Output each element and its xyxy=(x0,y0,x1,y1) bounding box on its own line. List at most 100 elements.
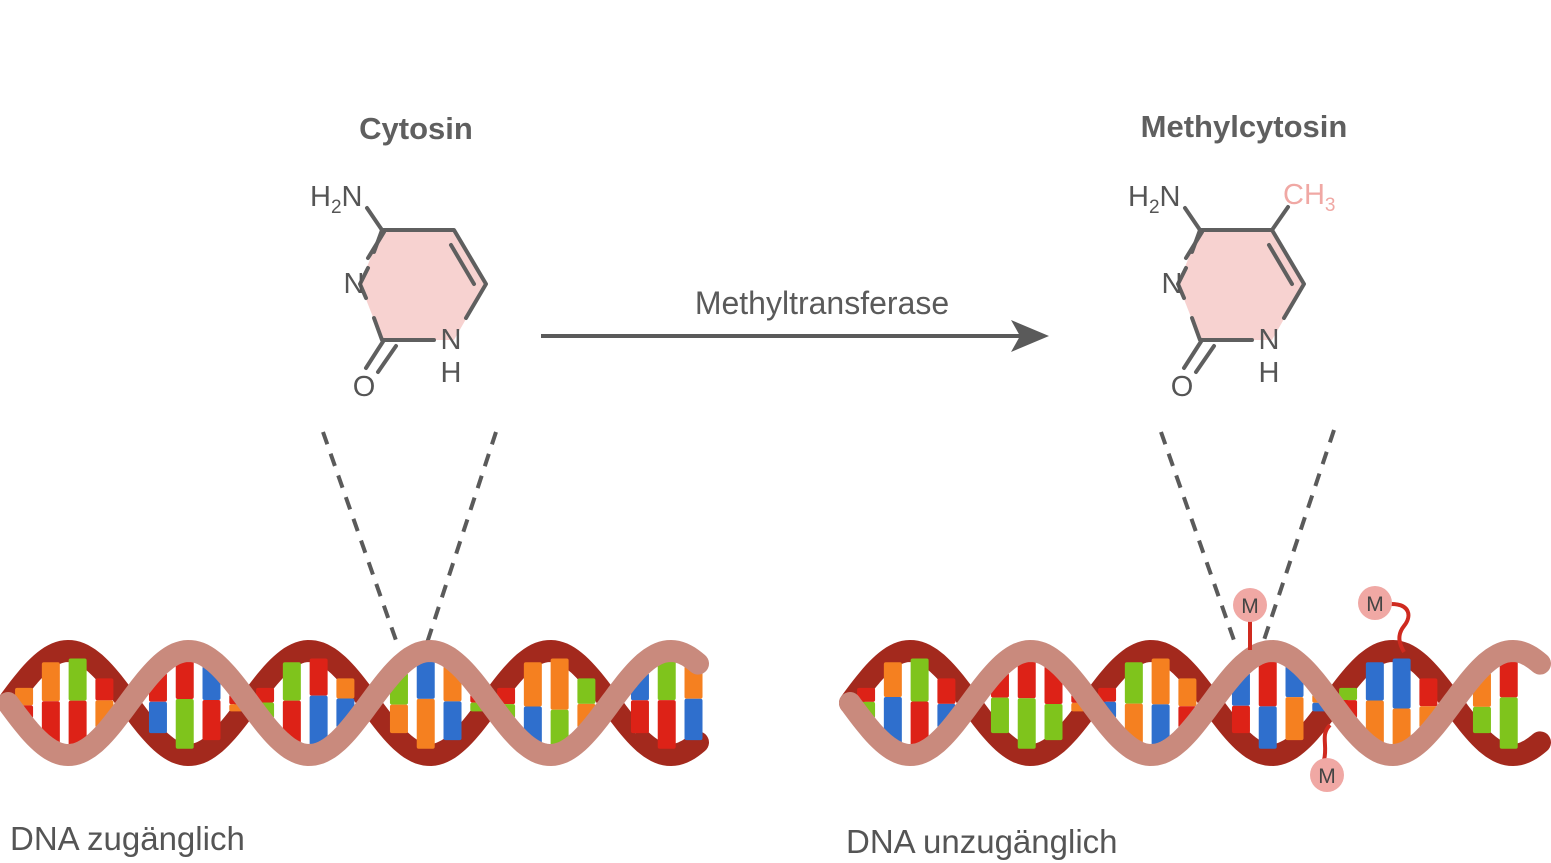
dna-base xyxy=(1124,662,1143,704)
dna-helix-right xyxy=(839,639,1551,767)
dna-base xyxy=(937,678,956,704)
dna-backbone-front xyxy=(0,639,709,767)
dna-backbone-front xyxy=(839,639,1551,767)
caption-dna-inaccessible: DNA unzugänglich xyxy=(846,823,1118,860)
methyl-marker-1: M xyxy=(1233,588,1267,650)
arrow-label: Methyltransferase xyxy=(695,285,949,321)
dna-base xyxy=(443,701,462,741)
dna-base xyxy=(1017,698,1036,749)
dna-base xyxy=(68,658,87,701)
methyl-group-marker-icon xyxy=(1310,758,1344,792)
zoom-line-right-1 xyxy=(1159,431,1238,647)
methylcytosine-carbonyl-bond xyxy=(1182,338,1216,374)
dna-base xyxy=(1231,705,1250,734)
dna-base xyxy=(1258,706,1277,749)
dna-base xyxy=(282,662,301,701)
dna-base xyxy=(41,662,60,702)
dna-base xyxy=(309,658,328,696)
dna-base xyxy=(175,698,194,749)
methyl-markers: M M M xyxy=(1233,586,1411,792)
methylcytosine-amine-label: H2N xyxy=(1128,181,1180,218)
cytosine-amine-label: H2N xyxy=(310,181,362,218)
dna-base xyxy=(68,700,87,748)
dna-base xyxy=(1258,657,1277,707)
dna-base xyxy=(1151,704,1170,748)
reaction-arrow: Methyltransferase xyxy=(541,285,1049,352)
methyl-marker-label: M xyxy=(1241,595,1259,618)
dna-base xyxy=(684,698,703,741)
zoom-line-left-2 xyxy=(424,431,498,647)
cytosine-ring-n-label: N xyxy=(344,268,365,300)
dna-base xyxy=(1392,658,1411,709)
dna-base xyxy=(657,700,676,749)
methyl-marker-3: M xyxy=(1310,723,1344,792)
methylcytosine-nh-n-label: N xyxy=(1259,324,1280,356)
zoom-line-left-1 xyxy=(321,431,400,647)
dna-base xyxy=(1339,687,1358,701)
dna-base xyxy=(95,678,114,701)
dna-base xyxy=(1178,678,1197,707)
methylcytosine-nh-h-label: H xyxy=(1259,357,1280,389)
dna-base xyxy=(1017,657,1036,699)
methylcytosine-ring-bonds xyxy=(1176,228,1306,342)
dna-base xyxy=(416,657,435,699)
cytosine-nh-h-label: H xyxy=(441,357,462,389)
cytosine-ring xyxy=(360,230,486,340)
dna-base xyxy=(1285,697,1304,741)
dna-base xyxy=(1151,658,1170,705)
dna-helix-left xyxy=(0,639,709,767)
methyl-group-marker-icon xyxy=(1358,586,1392,620)
dna-base xyxy=(1365,662,1384,701)
cytosine-title: Cytosin xyxy=(359,111,473,146)
dna-base xyxy=(910,658,929,702)
methylcytosine-ring xyxy=(1178,230,1304,340)
dna-base xyxy=(1392,708,1411,748)
dna-base xyxy=(202,700,221,741)
methylcytosine-double-bonds xyxy=(1184,230,1294,286)
cytosine-amine-bond xyxy=(365,206,384,232)
methyl-marker-label: M xyxy=(1366,593,1384,616)
dna-base xyxy=(1472,706,1491,734)
cytosine-carbonyl-bond xyxy=(364,338,398,374)
dna-base xyxy=(256,687,275,703)
dna-base xyxy=(309,695,328,748)
caption-dna-accessible: DNA zugänglich xyxy=(10,820,245,857)
dna-base xyxy=(883,697,902,744)
dna-base xyxy=(910,701,929,748)
dna-base xyxy=(1419,678,1438,707)
cytosine-ring-bonds xyxy=(358,228,488,342)
cytosine-double-bonds xyxy=(366,230,476,286)
methyl-marker-2: M xyxy=(1358,586,1411,653)
dna-base xyxy=(857,687,876,702)
dna-base xyxy=(883,662,902,698)
methylcytosine-ring-n-label: N xyxy=(1162,268,1183,300)
dna-base xyxy=(630,700,649,734)
dna-base xyxy=(657,657,676,701)
methyl-group-label: CH3 xyxy=(1283,179,1335,216)
dna-base xyxy=(1098,687,1117,702)
arrow-head-icon xyxy=(1011,320,1049,352)
dna-base xyxy=(389,704,408,734)
methyl-marker-label: M xyxy=(1318,765,1336,788)
methylcytosine-amine-bond xyxy=(1183,206,1202,232)
dna-base xyxy=(497,687,516,705)
dna-base xyxy=(416,698,435,749)
dna-base xyxy=(148,701,167,734)
dna-base xyxy=(550,709,569,748)
dna-base xyxy=(550,658,569,710)
cytosine-oxygen-label: O xyxy=(353,371,376,403)
dna-base xyxy=(1499,657,1518,698)
methylcytosine-methyl-bond xyxy=(1270,205,1290,232)
cytosine-nh-n-label: N xyxy=(441,324,462,356)
dna-base xyxy=(1499,697,1518,749)
dna-base xyxy=(577,678,596,704)
zoom-line-right-2 xyxy=(1260,429,1336,647)
dna-base xyxy=(990,697,1009,734)
dna-base xyxy=(523,662,542,707)
dna-base xyxy=(1044,704,1063,741)
methylcytosine-molecule: Methylcytosin H2N CH3 N N H O xyxy=(1128,109,1347,403)
dna-base xyxy=(336,678,355,699)
methylcytosine-title: Methylcytosin xyxy=(1141,109,1348,144)
dna-base xyxy=(175,657,194,699)
